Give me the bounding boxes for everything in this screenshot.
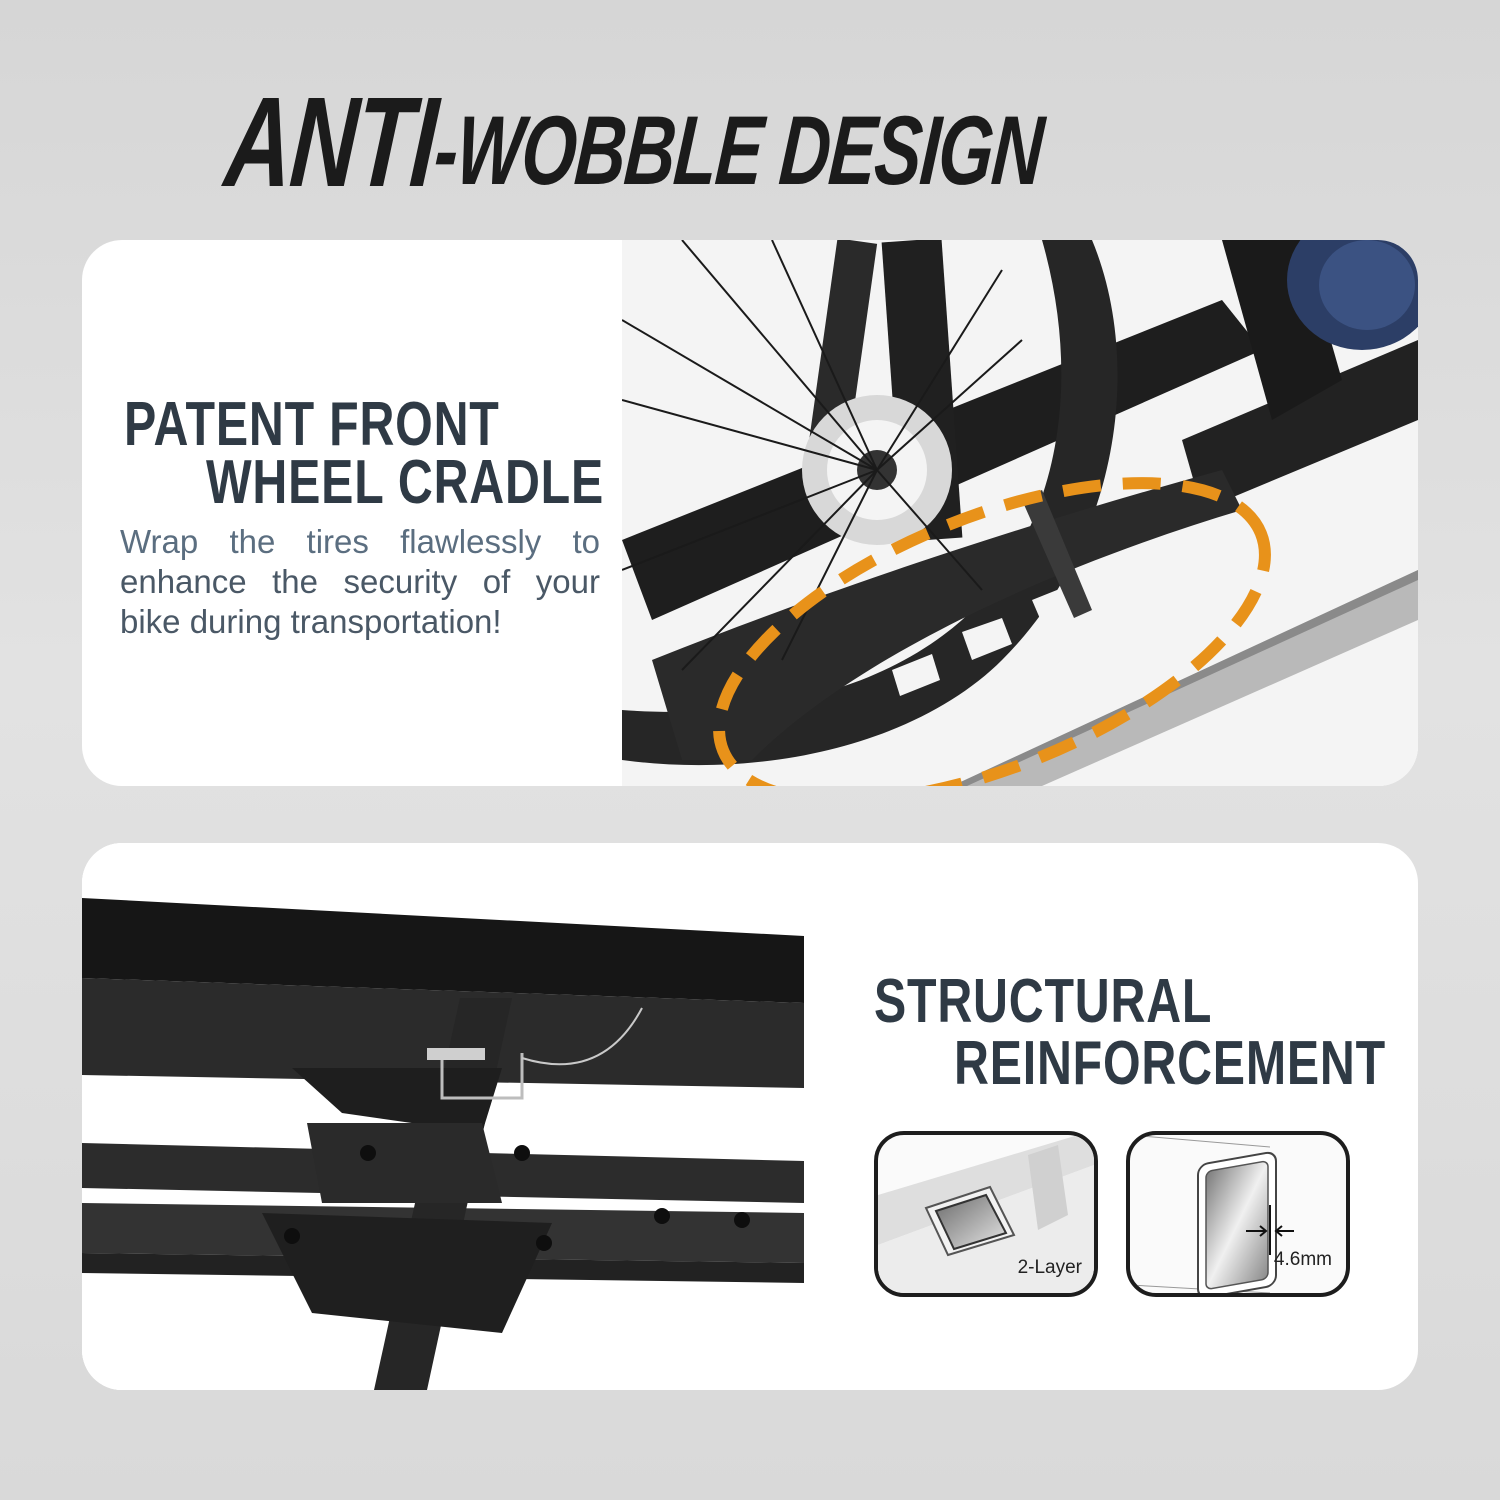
- highlight-ellipse: [713, 477, 1271, 786]
- wheel-cradle-photo: [622, 240, 1418, 786]
- cradle-description-line1: Wrap the tires flawlessly to: [120, 523, 600, 560]
- page-title: ANTI-WOBBLE DESIGN: [220, 71, 1046, 214]
- rack-frame-photo: [82, 843, 810, 1390]
- diagram-label-thickness: 4.6mm: [1273, 1249, 1332, 1270]
- bike-wheel-illustration: [622, 240, 1418, 786]
- rack-frame-illustration: [82, 843, 810, 1390]
- reinforcement-heading-line2: REINFORCEMENT: [954, 1029, 1386, 1098]
- title-part-anti: ANTI: [220, 71, 441, 214]
- cradle-heading-line2: WHEEL CRADLE: [206, 448, 605, 517]
- diagram-thickness: 4.6mm: [1126, 1131, 1350, 1297]
- diagram-two-layer: 2-Layer: [874, 1131, 1098, 1297]
- cradle-description-line2: enhance the security of your: [120, 563, 600, 600]
- feature-card-structural-reinforcement: STRUCTURAL REINFORCEMENT 2-Layer: [82, 843, 1418, 1390]
- title-part-wobble-design: -WOBBLE DESIGN: [430, 95, 1047, 205]
- cradle-heading-line1: PATENT FRONT: [124, 390, 500, 459]
- two-layer-tube-icon: [878, 1135, 1094, 1293]
- feature-card-wheel-cradle: PATENT FRONT WHEEL CRADLE Wrap the tires…: [82, 240, 1418, 786]
- reinforcement-heading-line1: STRUCTURAL: [874, 967, 1213, 1036]
- cradle-description: Wrap the tires flawlessly to enhance the…: [120, 522, 600, 642]
- cradle-description-line3: bike during transportation!: [120, 603, 502, 640]
- diagram-label-two-layer: 2-Layer: [1017, 1257, 1082, 1278]
- tube-wall-thickness-icon: [1130, 1135, 1294, 1293]
